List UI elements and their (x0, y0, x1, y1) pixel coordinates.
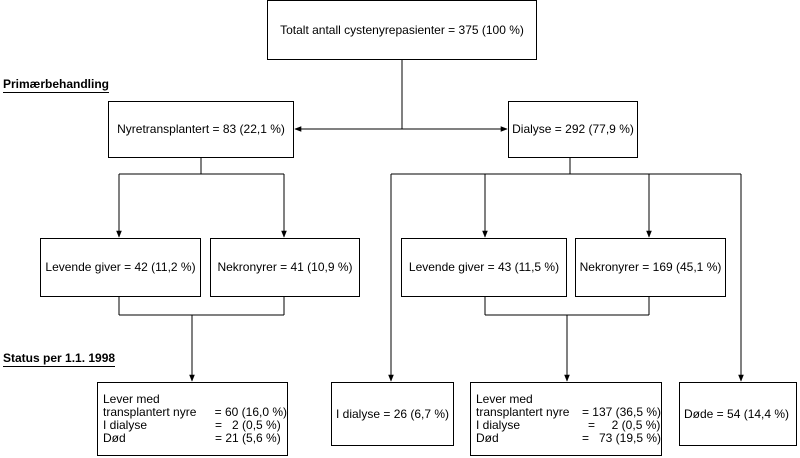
box-t-cadaver-kidney: Nekronyrer = 41 (10,9 %) (210, 238, 360, 297)
box-dead: Døde = 54 (14,4 %) (679, 382, 797, 446)
outcome-d-row-value: = 137 (36,5 %) (581, 405, 661, 419)
outcome-t-row: Død = 21 (5,6 %) (103, 432, 287, 445)
box-dead-text: Døde = 54 (14,4 %) (684, 406, 790, 421)
box-outcome-transplanted: Lever med transplantert nyre = 60 (16,0 … (97, 382, 288, 456)
box-dialysis-text: Dialyse = 292 (77,9 %) (512, 122, 634, 136)
outcome-t-row: transplantert nyre = 60 (16,0 %) (103, 406, 287, 419)
box-dialysis: Dialyse = 292 (77,9 %) (508, 101, 638, 158)
box-d-living-donor: Levende giver = 43 (11,5 %) (401, 238, 567, 297)
box-d-cadaver-kidney: Nekronyrer = 169 (45,1 %) (575, 238, 726, 297)
outcome-t-row-value: = 21 (5,6 %) (215, 431, 281, 445)
outcome-d-row-label: transplantert nyre (476, 405, 570, 419)
box-outcome-dialysis: Lever med transplantert nyre = 137 (36,5… (470, 382, 662, 456)
box-in-dialysis: I dialyse = 26 (6,7 %) (331, 382, 454, 446)
outcome-t-row-value: = 2 (0,5 %) (215, 418, 281, 432)
box-t-cadaver-kidney-text: Nekronyrer = 41 (10,9 %) (217, 260, 353, 274)
box-in-dialysis-text: I dialyse = 26 (6,7 %) (336, 406, 450, 421)
outcome-t-row-label: I dialyse (103, 418, 148, 432)
outcome-d-title: Lever med (476, 392, 533, 406)
outcome-t-row-label: Død (103, 431, 126, 445)
outcome-t-row-value: = 60 (16,0 %) (214, 405, 287, 419)
section-label-status: Status per 1.1. 1998 (3, 351, 116, 367)
outcome-d-row-label: I dialyse (476, 418, 521, 432)
box-transplanted: Nyretransplantert = 83 (22,1 %) (108, 101, 294, 158)
section-label-primary: Primærbehandling (3, 77, 110, 93)
outcome-t-title: Lever med (103, 392, 160, 406)
box-t-living-donor-text: Levende giver = 42 (11,2 %) (45, 260, 196, 274)
box-d-cadaver-kidney-text: Nekronyrer = 169 (45,1 %) (579, 260, 722, 274)
box-total: Totalt antall cystenyrepasienter = 375 (… (267, 0, 537, 60)
outcome-d-row-value: = 73 (19,5 %) (581, 431, 661, 445)
box-total-text: Totalt antall cystenyrepasienter = 375 (… (280, 22, 524, 37)
outcome-d-row: I dialyse = 2 (0,5 %) (476, 419, 661, 432)
outcome-d-row-value: = 2 (0,5 %) (588, 418, 661, 432)
outcome-d-row: Død = 73 (19,5 %) (476, 432, 661, 445)
outcome-d-row-label: Død (476, 431, 499, 445)
outcome-t-row-label: transplantert nyre (103, 405, 197, 419)
box-d-living-donor-text: Levende giver = 43 (11,5 %) (408, 260, 560, 274)
outcome-d-row: transplantert nyre = 137 (36,5 %) (476, 406, 661, 419)
outcome-t-row: I dialyse = 2 (0,5 %) (103, 419, 287, 432)
box-transplanted-text: Nyretransplantert = 83 (22,1 %) (117, 122, 285, 136)
box-t-living-donor: Levende giver = 42 (11,2 %) (40, 238, 201, 297)
